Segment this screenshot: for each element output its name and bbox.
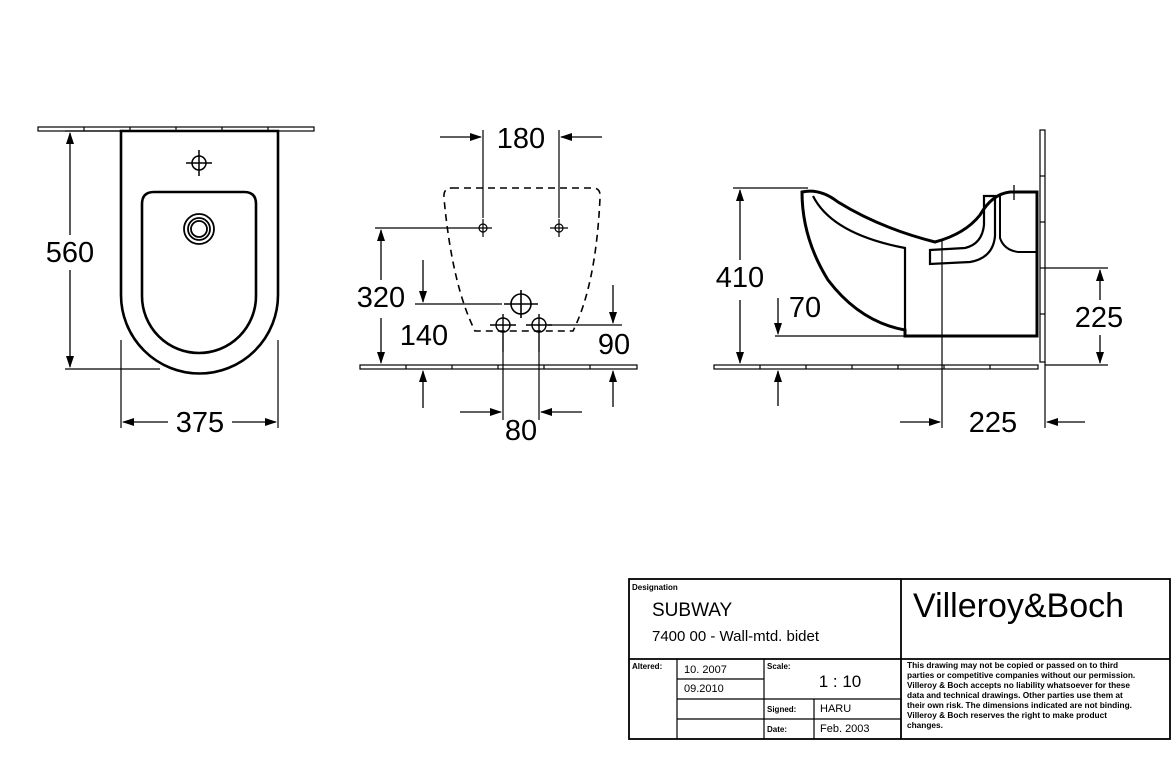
- side-rim-height-value: 410: [716, 262, 764, 294]
- dim-180: 180: [440, 123, 602, 218]
- dim-375: 375: [120, 340, 279, 439]
- side-drain-offset-value: 70: [789, 292, 821, 324]
- side-trap: [928, 194, 997, 266]
- rear-supply-height-value: 90: [598, 329, 630, 361]
- dim-80: 80: [460, 352, 582, 447]
- rear-supply-spacing-value: 80: [505, 415, 537, 447]
- disclaimer-line-5: their own risk. The dimensions indicated…: [907, 700, 1132, 710]
- side-wall-height-value: 225: [1075, 302, 1123, 334]
- signed-value: HARU: [820, 703, 851, 715]
- product-name: SUBWAY: [652, 600, 733, 621]
- date-value: Feb. 2003: [820, 723, 870, 735]
- rear-top-spacing-value: 180: [497, 123, 545, 155]
- side-tap-marker: [1007, 185, 1021, 200]
- front-width-value: 375: [176, 407, 224, 439]
- rear-drain-symbol: [504, 290, 538, 318]
- dim-225-vertical: 225: [1045, 267, 1123, 366]
- altered-date-1: 10. 2007: [684, 664, 727, 676]
- fixing-hole-right: [550, 219, 568, 237]
- disclaimer-line-3: Villeroy & Boch accepts no liability wha…: [907, 680, 1130, 690]
- scale-value: 1 : 10: [819, 672, 862, 691]
- disclaimer-line-1: This drawing may not be copied or passed…: [907, 660, 1118, 670]
- product-description: 7400 00 - Wall-mtd. bidet: [652, 628, 820, 645]
- rear-dashed-outline: [443, 187, 601, 332]
- disclaimer-line-4: data and technical drawings. Other parti…: [907, 690, 1123, 700]
- rear-view: 180 320 140 90 80: [357, 123, 638, 447]
- side-trap-outlet: [999, 196, 1037, 253]
- scale-label: Scale:: [767, 662, 791, 671]
- rear-drain-height-value: 140: [400, 320, 448, 352]
- disclaimer-line-6: Villeroy & Boch reserves the right to ma…: [907, 710, 1107, 720]
- supply-hole-right: [526, 314, 552, 352]
- side-view: 410 70 225 225: [713, 129, 1123, 439]
- dim-140: 140: [400, 260, 502, 408]
- disclaimer-line-2: parties or competitive companies without…: [907, 670, 1135, 680]
- dim-225-horizontal: 225: [900, 282, 1085, 439]
- dim-410: 410: [716, 187, 808, 364]
- altered-date-2: 09.2010: [684, 683, 724, 695]
- fixing-hole-left: [474, 219, 492, 237]
- side-bowl-inner: [812, 195, 907, 332]
- front-height-value: 560: [46, 237, 94, 269]
- side-wall: [1039, 129, 1046, 363]
- disclaimer-line-7: changes.: [907, 720, 943, 730]
- brand-logo-text: Villeroy&Boch: [913, 587, 1124, 625]
- tap-hole-symbol: [186, 150, 212, 176]
- designation-label: Designation: [632, 583, 678, 592]
- supply-hole-left: [490, 314, 516, 352]
- side-projection-value: 225: [969, 407, 1017, 439]
- front-bidet-outline: [119, 129, 280, 375]
- date-label: Date:: [767, 725, 787, 734]
- front-drain-symbol: [183, 213, 215, 245]
- title-block: Designation SUBWAY 7400 00 - Wall-mtd. b…: [628, 578, 1171, 740]
- side-drain-centerline: [775, 240, 943, 337]
- rear-floor-strip: [359, 364, 638, 370]
- dim-560: 560: [46, 130, 160, 370]
- signed-label: Signed:: [767, 705, 796, 714]
- dim-90: 90: [548, 285, 630, 407]
- side-floor-strip: [713, 364, 1039, 370]
- altered-label: Altered:: [632, 662, 662, 671]
- rear-fixing-height-value: 320: [357, 282, 405, 314]
- dim-320: 320: [357, 227, 474, 364]
- front-view: 560 375: [37, 126, 315, 439]
- front-bowl-inner: [140, 190, 258, 355]
- side-body-outline: [800, 189, 1039, 338]
- dim-70: 70: [774, 292, 821, 406]
